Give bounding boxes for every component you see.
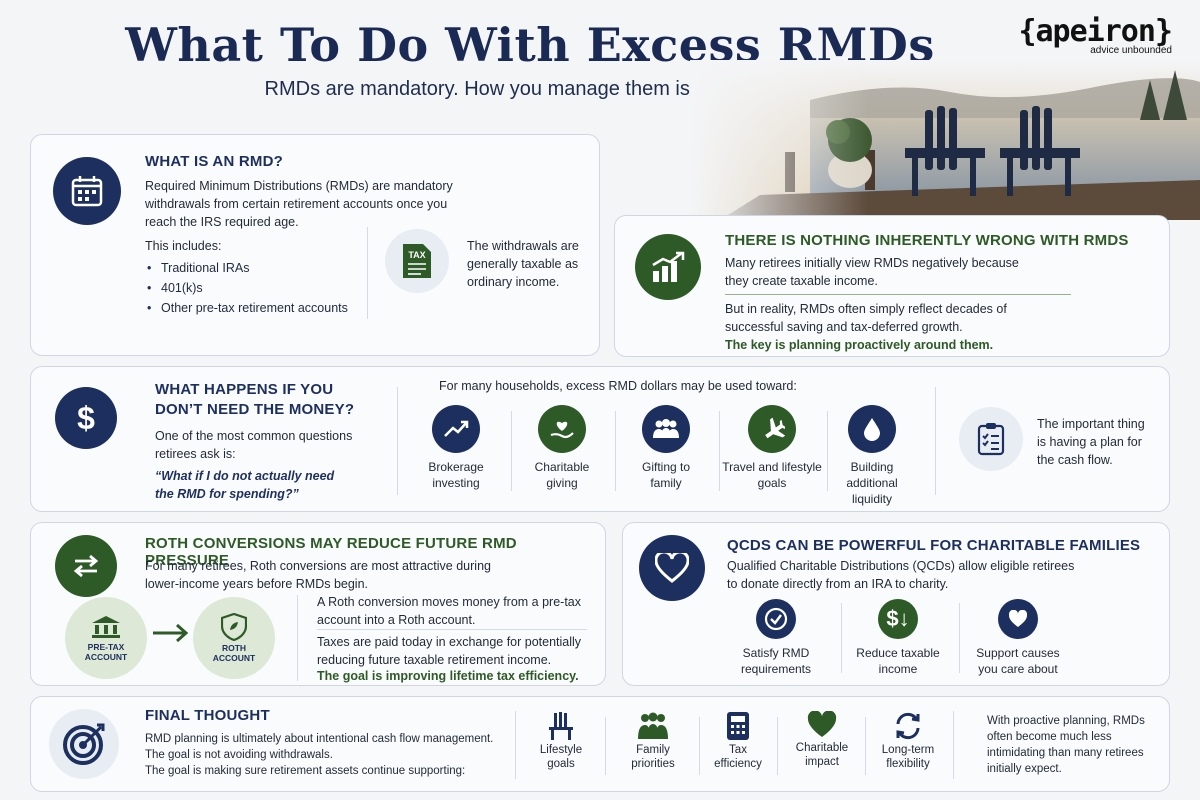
arrow-right-icon (151, 621, 191, 650)
qcd-benefit-causes: Support causes you care about (959, 599, 1077, 677)
roth-title: ROTH CONVERSIONS MAY REDUCE FUTURE RMD P… (145, 535, 517, 569)
family-icon (638, 712, 668, 739)
qcd-title: QCDS CAN BE POWERFUL FOR CHARITABLE FAMI… (727, 537, 1141, 554)
final-closing: With proactive planning, RMDs often beco… (987, 715, 1145, 775)
support-tax: Tax efficiency (705, 711, 771, 771)
tax-note: The withdrawals are generally taxable as… (467, 239, 579, 289)
list-item: Other pre-tax retirement accounts (147, 301, 348, 315)
dont-need-title-2: DON’T NEED THE MONEY? (155, 401, 355, 418)
use-label: Gifting to family (641, 460, 691, 490)
calendar-icon (53, 157, 121, 225)
roth-body: For many retirees, Roth conversions are … (145, 559, 491, 591)
qcd-benefit-label: Reduce taxable income (856, 646, 940, 676)
tax-document-icon: TAX (385, 229, 449, 293)
final-title: FINAL THOUGHT (145, 707, 270, 724)
checklist-icon (959, 407, 1023, 471)
nothing-wrong-p1: Many retirees initially view RMDs negati… (725, 256, 1019, 288)
shield-icon (221, 613, 247, 641)
roth-p1: A Roth conversion moves money from a pre… (317, 595, 582, 627)
support-flexibility: Long-term flexibility (871, 711, 945, 771)
heart-icon (998, 599, 1038, 639)
dont-need-quote: “What if I do not actually need the RMD … (155, 469, 335, 501)
growth-chart-icon (635, 234, 701, 300)
trending-up-icon (432, 405, 480, 453)
lake-dock-illustration (690, 60, 1200, 220)
use-travel: Travel and lifestyle goals (717, 405, 827, 491)
final-l1: RMD planning is ultimately about intenti… (145, 733, 494, 745)
support-label: Lifestyle goals (539, 744, 583, 770)
checkmark-icon (756, 599, 796, 639)
adirondack-chair-icon (549, 712, 573, 740)
support-label: Charitable impact (795, 742, 849, 768)
use-charitable: Charitable giving (507, 405, 617, 491)
support-lifestyle: Lifestyle goals (525, 711, 597, 771)
brand-logo: {apeiron} advice unbounded (1018, 14, 1173, 56)
qcd-benefit-rmd: Satisfy RMD requirements (717, 599, 835, 677)
water-drop-icon (848, 405, 896, 453)
use-label: Travel and lifestyle goals (722, 460, 822, 490)
qcd-card: QCDS CAN BE POWERFUL FOR CHARITABLE FAMI… (622, 522, 1170, 686)
use-gifting: Gifting to family (611, 405, 721, 491)
what-is-rmd-title: WHAT IS AN RMD? (145, 153, 283, 170)
calculator-icon (727, 712, 749, 740)
qcd-benefit-income: $↓ Reduce taxable income (839, 599, 957, 677)
support-charitable: Charitable impact (785, 711, 859, 769)
support-label: Tax efficiency (714, 744, 762, 770)
roth-p2: Taxes are paid today in exchange for pot… (317, 635, 582, 667)
final-thought-card: FINAL THOUGHT RMD planning is ultimately… (30, 696, 1170, 792)
dollar-down-icon: $↓ (878, 599, 918, 639)
qcd-body: Qualified Charitable Distributions (QCDs… (727, 559, 1075, 591)
final-l2: The goal is not avoiding withdrawals. (145, 749, 333, 761)
pretax-label: PRE-TAX ACCOUNT (84, 641, 128, 662)
final-l3: The goal is making sure retirement asset… (145, 765, 466, 777)
use-liquidity: Building additional liquidity (817, 405, 927, 507)
what-is-rmd-body: Required Minimum Distributions (RMDs) ar… (145, 179, 453, 229)
support-label: Long-term flexibility (881, 744, 935, 770)
qcd-benefit-label: Satisfy RMD requirements (740, 646, 812, 676)
nothing-wrong-card: THERE IS NOTHING INHERENTLY WRONG WITH R… (614, 215, 1170, 357)
roth-goal: The goal is improving lifetime tax effic… (317, 669, 579, 683)
pretax-account-badge: PRE-TAX ACCOUNT (65, 597, 147, 679)
nothing-wrong-title: THERE IS NOTHING INHERENTLY WRONG WITH R… (725, 232, 1129, 249)
uses-label: For many households, excess RMD dollars … (439, 379, 797, 393)
list-item: 401(k)s (147, 281, 348, 295)
dont-need-money-card: $ WHAT HAPPENS IF YOU DON’T NEED THE MON… (30, 366, 1170, 512)
family-icon (642, 405, 690, 453)
use-label: Charitable giving (534, 460, 590, 490)
heart-icon (639, 535, 705, 601)
target-icon (49, 709, 119, 779)
support-label: Family priorities (631, 744, 675, 770)
airplane-icon (748, 405, 796, 453)
dollar-icon: $ (55, 387, 117, 449)
page-subtitle: RMDs are mandatory. How you manage them … (264, 78, 776, 100)
includes-list: Traditional IRAs 401(k)s Other pre-tax r… (147, 261, 348, 321)
includes-label: This includes: (145, 239, 222, 253)
nothing-wrong-key: The key is planning proactively around t… (725, 338, 994, 352)
use-label: Building additional liquidity (846, 460, 898, 506)
swap-arrows-icon (55, 535, 117, 597)
roth-card: ROTH CONVERSIONS MAY REDUCE FUTURE RMD P… (30, 522, 606, 686)
dont-need-title-1: WHAT HAPPENS IF YOU (155, 381, 334, 398)
support-family: Family priorities (613, 711, 693, 771)
logo-tagline: advice unbounded (1090, 45, 1172, 56)
tax-label: TAX (408, 250, 425, 260)
roth-account-badge: ROTH ACCOUNT (193, 597, 275, 679)
list-item: Traditional IRAs (147, 261, 348, 275)
dont-need-body: One of the most common questions retiree… (155, 429, 353, 461)
qcd-benefit-label: Support causes you care about (976, 646, 1060, 676)
what-is-rmd-card: WHAT IS AN RMD? Required Minimum Distrib… (30, 134, 600, 356)
heart-icon (807, 711, 837, 737)
roth-label: ROTH ACCOUNT (212, 643, 256, 663)
plan-note: The important thing is having a plan for… (1037, 417, 1145, 467)
use-label: Brokerage investing (428, 460, 484, 490)
bank-icon (92, 615, 120, 638)
refresh-arrows-icon (896, 712, 920, 740)
heart-hand-icon (538, 405, 586, 453)
nothing-wrong-p2: But in reality, RMDs often simply reflec… (725, 302, 1007, 334)
use-brokerage: Brokerage investing (401, 405, 511, 491)
logo-wordmark: {apeiron} (1018, 14, 1173, 49)
